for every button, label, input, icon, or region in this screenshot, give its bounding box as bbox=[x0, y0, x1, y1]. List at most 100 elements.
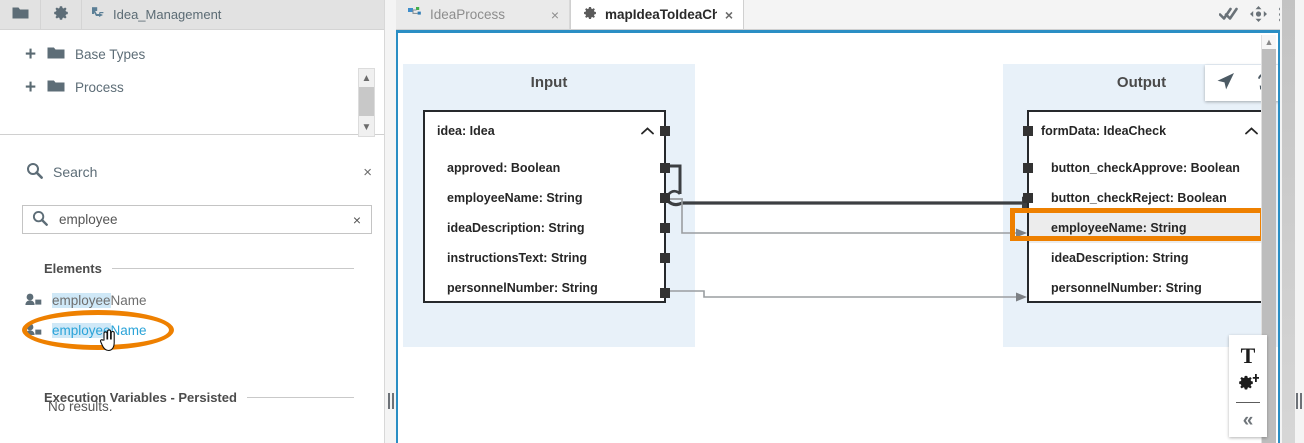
output-field-personnelnumber[interactable]: personnelNumber: String bbox=[1029, 273, 1268, 303]
close-icon[interactable]: × bbox=[724, 6, 733, 23]
field-label: button_checkReject: Boolean bbox=[1051, 191, 1227, 205]
panel-splitter[interactable] bbox=[384, 0, 397, 443]
output-port-idea[interactable] bbox=[660, 126, 670, 136]
folder-button[interactable] bbox=[0, 0, 41, 29]
breadcrumb-label: Idea_Management bbox=[113, 7, 222, 22]
collapse-panel-button[interactable]: « bbox=[1229, 406, 1267, 435]
tab-ideaprocess[interactable]: IdeaProcess × bbox=[396, 0, 570, 29]
list-item-label: employeeName bbox=[52, 293, 147, 308]
settings-button[interactable] bbox=[41, 0, 82, 29]
input-node-header[interactable]: idea: Idea bbox=[425, 112, 664, 150]
input-field-approved[interactable]: approved: Boolean bbox=[425, 153, 664, 183]
folder-icon bbox=[47, 46, 65, 63]
scroll-up-icon[interactable]: ▲ bbox=[361, 72, 372, 84]
field-label: ideaDescription: String bbox=[1051, 251, 1189, 265]
match-highlight: employee bbox=[52, 323, 111, 338]
close-icon[interactable]: × bbox=[363, 163, 372, 181]
empty-state-text: No results. bbox=[48, 399, 113, 414]
gear-icon bbox=[583, 6, 597, 23]
tree-scrollbar[interactable]: ▲ ▼ bbox=[358, 68, 375, 137]
tree-item-label: Process bbox=[75, 80, 124, 95]
text-tool-icon: T bbox=[1240, 342, 1256, 368]
field-label: approved: Boolean bbox=[447, 161, 561, 175]
pointer-arrow-icon[interactable] bbox=[1215, 71, 1236, 95]
outer-scrollbar[interactable] bbox=[1282, 0, 1295, 443]
output-port-personnelnumber[interactable] bbox=[660, 288, 670, 298]
left-panel: Idea_Management + Base Types + Process ▲ bbox=[0, 0, 390, 443]
list-item-selected[interactable]: employeeName bbox=[24, 322, 147, 339]
input-field-instructionstext[interactable]: instructionsText: String bbox=[425, 243, 664, 273]
input-field-personnelnumber[interactable]: personnelNumber: String bbox=[425, 273, 664, 303]
expand-plus-icon[interactable]: + bbox=[24, 77, 37, 98]
output-lane-title: Output bbox=[1116, 74, 1167, 91]
right-splitter-grip[interactable] bbox=[1296, 393, 1302, 409]
text-tool-button[interactable]: T bbox=[1229, 341, 1267, 370]
clear-search-icon[interactable]: × bbox=[352, 211, 361, 228]
hand-pointer-cursor bbox=[99, 329, 117, 353]
input-port-button-checkapprove[interactable] bbox=[1023, 163, 1033, 173]
output-port-employeename[interactable] bbox=[660, 193, 670, 203]
list-item[interactable]: employeeName bbox=[24, 292, 147, 309]
search-input-wrapper[interactable]: × bbox=[22, 205, 372, 234]
search-panel-title: Search bbox=[53, 164, 98, 180]
double-check-icon[interactable] bbox=[1218, 7, 1238, 25]
toolbar-divider bbox=[1236, 402, 1260, 403]
field-label: personnelNumber: String bbox=[447, 281, 598, 295]
output-field-button-checkapprove[interactable]: button_checkApprove: Boolean bbox=[1029, 153, 1268, 183]
input-port-formdata[interactable] bbox=[1023, 126, 1033, 136]
output-field-button-checkreject[interactable]: button_checkReject: Boolean bbox=[1029, 183, 1268, 213]
field-label: employeeName: String bbox=[447, 191, 583, 205]
output-port-approved[interactable] bbox=[660, 163, 670, 173]
scroll-down-icon[interactable]: ▼ bbox=[361, 121, 372, 133]
breadcrumb[interactable]: Idea_Management bbox=[82, 0, 390, 29]
field-label: instructionsText: String bbox=[447, 251, 588, 265]
input-node-title: idea: Idea bbox=[437, 124, 495, 138]
search-icon bbox=[26, 162, 43, 182]
close-icon[interactable]: × bbox=[550, 6, 559, 23]
tab-mapideatoideacheck[interactable]: mapIdeaToIdeaCheck × bbox=[570, 0, 744, 29]
output-field-ideadescription[interactable]: ideaDescription: String bbox=[1029, 243, 1268, 273]
folder-icon bbox=[12, 6, 29, 23]
user-variable-icon bbox=[24, 292, 43, 309]
output-port-instructionstext[interactable] bbox=[660, 253, 670, 263]
search-icon bbox=[32, 210, 48, 229]
output-port-ideadescription[interactable] bbox=[660, 223, 670, 233]
search-panel-header: Search × bbox=[0, 152, 390, 192]
match-highlight: employee bbox=[52, 293, 111, 308]
section-header-elements: Elements bbox=[44, 261, 354, 276]
canvas-side-toolbar: T « bbox=[1229, 335, 1267, 437]
section-title: Execution Variables - Persisted bbox=[44, 390, 237, 405]
tab-label: IdeaProcess bbox=[430, 7, 506, 22]
scroll-up-icon[interactable]: ▲ bbox=[1264, 37, 1274, 47]
chevron-up-icon[interactable] bbox=[641, 124, 654, 138]
right-rail bbox=[1280, 0, 1304, 443]
input-port-button-checkreject[interactable] bbox=[1023, 193, 1033, 203]
chevron-up-icon[interactable] bbox=[1245, 124, 1258, 138]
tree-item-label: Base Types bbox=[75, 47, 146, 62]
match-rest: Name bbox=[110, 323, 147, 338]
folder-icon bbox=[47, 79, 65, 96]
input-field-ideadescription[interactable]: ideaDescription: String bbox=[425, 213, 664, 243]
process-node-icon bbox=[91, 6, 106, 23]
object-tree: + Base Types + Process ▲ ▼ bbox=[0, 30, 390, 137]
output-node-header[interactable]: formData: IdeaCheck bbox=[1029, 112, 1268, 150]
expand-plus-icon[interactable]: + bbox=[24, 44, 37, 65]
scrollbar-thumb[interactable] bbox=[359, 87, 374, 116]
input-node[interactable]: idea: Idea approved: Boolean employeeNam… bbox=[423, 110, 670, 303]
input-field-employeename[interactable]: employeeName: String bbox=[425, 183, 664, 213]
add-element-button[interactable] bbox=[1229, 370, 1267, 399]
mapping-canvas[interactable]: Input Output idea: Idea bbox=[396, 30, 1280, 443]
field-label: button_checkApprove: Boolean bbox=[1051, 161, 1240, 175]
output-node[interactable]: formData: IdeaCheck button_checkApprove:… bbox=[1023, 110, 1270, 303]
tree-item-process[interactable]: + Process bbox=[0, 71, 390, 104]
gear-icon bbox=[53, 5, 69, 24]
expand-arrows-icon[interactable] bbox=[1250, 6, 1267, 25]
list-item-label: employeeName bbox=[52, 323, 147, 338]
collapse-left-icon: « bbox=[1242, 410, 1254, 431]
output-field-employeename[interactable]: employeeName: String bbox=[1029, 213, 1268, 243]
splitter-grip[interactable] bbox=[388, 393, 394, 409]
process-diagram-icon bbox=[408, 6, 422, 23]
editor-tab-bar: IdeaProcess × mapIdeaToIdeaCheck × bbox=[396, 0, 1304, 30]
search-input[interactable] bbox=[57, 211, 353, 228]
tree-item-base-types[interactable]: + Base Types bbox=[0, 38, 390, 71]
